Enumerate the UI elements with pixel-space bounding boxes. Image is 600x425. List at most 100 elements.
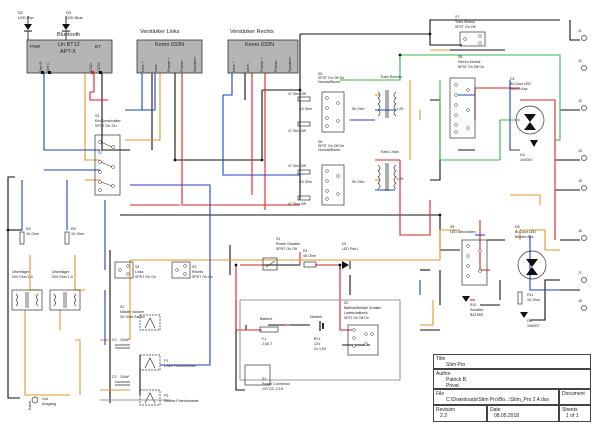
- resistor-r11: R11 1K Ohm: [517, 291, 540, 305]
- output-jack-label-3: J3: [578, 99, 582, 103]
- svg-text:1K Ohm: 1K Ohm: [26, 232, 39, 236]
- svg-text:SP3T On Off On: SP3T On Off On: [318, 76, 344, 80]
- svg-text:Stereo Anz: Stereo Anz: [510, 87, 528, 91]
- title-label: Title: [436, 356, 446, 362]
- svg-text:47 Ohm 2W: 47 Ohm 2W: [288, 164, 307, 168]
- title-block: Title Stim Pro Author Patrick B. Privat …: [433, 354, 591, 422]
- svg-text:SPST On On: SPST On On: [192, 275, 213, 279]
- svg-text:SP3T On Off On: SP3T On Off On: [344, 316, 369, 320]
- sheets-cell: Sheets 1 of 1: [559, 405, 591, 422]
- svg-text:Trafo Modus: Trafo Modus: [455, 20, 475, 24]
- amp-right-pin-5: Speaker: [287, 56, 292, 72]
- output-connector: Out Ausgang Kabel: [28, 396, 56, 410]
- amp-left-pin-3: Power +: [166, 57, 171, 72]
- resistor-r4: R4 1K Ohm: [19, 227, 39, 245]
- output-jack-7: [581, 277, 587, 283]
- svg-text:Trafo Rechts: Trafo Rechts: [380, 75, 402, 79]
- file-label: File: [436, 391, 445, 397]
- switch-power: S1 Power Schalter SPST On Off: [262, 237, 301, 271]
- transformer-links: Trafo Links 1:25: [377, 150, 403, 191]
- diode-d4: D4 1N4007: [520, 140, 538, 162]
- svg-text:BT1: BT1: [314, 337, 321, 341]
- svg-text:F1: F1: [262, 337, 266, 341]
- svg-text:SP2T On Off: SP2T On Off: [455, 25, 475, 29]
- output-jack-label-2: J2: [578, 59, 582, 63]
- revision-cell: Revision 2.3: [433, 405, 487, 422]
- capacitors: C2 100nF C3 100nF: [112, 338, 130, 386]
- svg-text:D5: D5: [515, 225, 520, 229]
- svg-text:2,5A T: 2,5A T: [262, 342, 273, 346]
- svg-text:2x 4,5V: 2x 4,5V: [314, 347, 327, 351]
- svg-text:LED Pwr1: LED Pwr1: [342, 247, 358, 251]
- svg-text:S10: S10: [470, 303, 476, 307]
- diode-d6: D6 1N4007: [520, 312, 540, 328]
- svg-text:SP3T On Off On: SP3T On Off On: [318, 144, 344, 148]
- svg-text:12V: 12V: [314, 342, 321, 346]
- svg-text:Betrieb Anz: Betrieb Anz: [515, 235, 534, 239]
- amp-left-name: Kemo 033N: [155, 42, 184, 48]
- svg-text:P2: P2: [164, 394, 168, 398]
- svg-text:D4: D4: [520, 153, 525, 157]
- svg-text:S7: S7: [455, 15, 459, 19]
- output-jack-6: [581, 235, 587, 241]
- svg-text:C3: C3: [112, 375, 116, 379]
- document-label: Document: [562, 391, 585, 397]
- resistors-s5: 47 Ohm 2W 47 Ohm 2W 10 Ohm 5K Ohm: [288, 92, 365, 133]
- switch-led-off: S9 LED Abschalten: [450, 225, 488, 286]
- led-d2: D2 LED Pwr: [18, 10, 34, 40]
- svg-text:12V DC 2.1H: 12V DC 2.1H: [262, 387, 284, 391]
- svg-text:R11: R11: [527, 293, 533, 297]
- svg-text:1:25: 1:25: [396, 177, 403, 181]
- svg-text:S4: S4: [135, 265, 139, 269]
- svg-text:1K Ohm: 1K Ohm: [527, 298, 540, 302]
- svg-text:R4: R4: [26, 227, 31, 231]
- amp-left-pin-5: Speaker: [192, 56, 197, 72]
- switch-s5: S5 SP3T On Off On Normal/Boost: [318, 72, 345, 133]
- bt-pin-1: Ser R: [38, 62, 43, 72]
- svg-text:R1: R1: [303, 249, 308, 253]
- svg-text:Rechte Potentiometer: Rechte Potentiometer: [164, 399, 200, 403]
- svg-text:4K Ohm: 4K Ohm: [303, 254, 316, 258]
- switch-top: S7 Trafo Modus SP2T On Off: [455, 15, 486, 47]
- svg-text:Stereo Modus: Stereo Modus: [458, 60, 481, 64]
- author-label: Author: [436, 371, 451, 377]
- svg-text:1:25: 1:25: [396, 107, 403, 111]
- svg-text:5K Ohm: 5K Ohm: [352, 107, 365, 111]
- amp-left-module: Verstärker Links Kemo 033N Line + Line -…: [136, 29, 203, 74]
- svg-text:100nF: 100nF: [120, 375, 130, 379]
- led-power: D1 LED Pwr1: [342, 242, 358, 269]
- switch-power-source: S2 Batterie/Netzteil Schalter Ladeschalt…: [344, 301, 382, 356]
- resistor-r5: R5 1K Ohm: [64, 227, 84, 245]
- svg-text:X1: X1: [262, 377, 266, 381]
- bluetooth-title: Bluetooth: [57, 32, 80, 38]
- svg-text:SP3T On Off On: SP3T On Off On: [458, 65, 484, 69]
- transformer-out-right: Überträger 200 Ohm 1:0: [49, 270, 81, 311]
- svg-text:5K Ohm: 5K Ohm: [352, 180, 365, 184]
- svg-text:Batterie: Batterie: [260, 317, 272, 321]
- svg-text:LED Pwr: LED Pwr: [18, 15, 34, 20]
- date-label: Date: [490, 407, 501, 413]
- output-jack-label-1: J1: [578, 29, 582, 33]
- svg-text:10 Ohm: 10 Ohm: [300, 107, 312, 111]
- svg-text:Bi-Color LED: Bi-Color LED: [515, 230, 536, 234]
- svg-text:Kabel: Kabel: [28, 401, 32, 410]
- file-cell: File C:\Downloads\Stim Pro\Bo...\Stim_Pr…: [433, 389, 559, 405]
- svg-text:Bi-Color LED: Bi-Color LED: [510, 82, 531, 86]
- amp-left-pin-4: Power -: [179, 58, 184, 72]
- output-jack-label-6: J6: [578, 229, 582, 233]
- svg-text:D6: D6: [527, 319, 532, 323]
- sheets-value: 1 of 1: [566, 413, 579, 419]
- amp-right-pin-3: Power +: [259, 57, 264, 72]
- output-jack-label-5: J5: [578, 179, 582, 183]
- date-value: 08.05.2018: [494, 413, 520, 419]
- svg-text:Out: Out: [42, 397, 48, 401]
- svg-text:S8: S8: [458, 55, 462, 59]
- author-cell: Author Patrick B. Privat: [433, 369, 591, 389]
- switch-stereo-mode: S8 Stereo Modus SP3T On Off On: [449, 55, 484, 139]
- svg-text:47 Ohm 2W: 47 Ohm 2W: [288, 202, 307, 206]
- document-cell: Document: [559, 389, 591, 405]
- svg-text:Trafo Links: Trafo Links: [380, 150, 399, 154]
- led-d3: D3 LED Blue: [62, 10, 84, 40]
- transformer-rechts: Trafo Rechts 1:25: [377, 75, 403, 118]
